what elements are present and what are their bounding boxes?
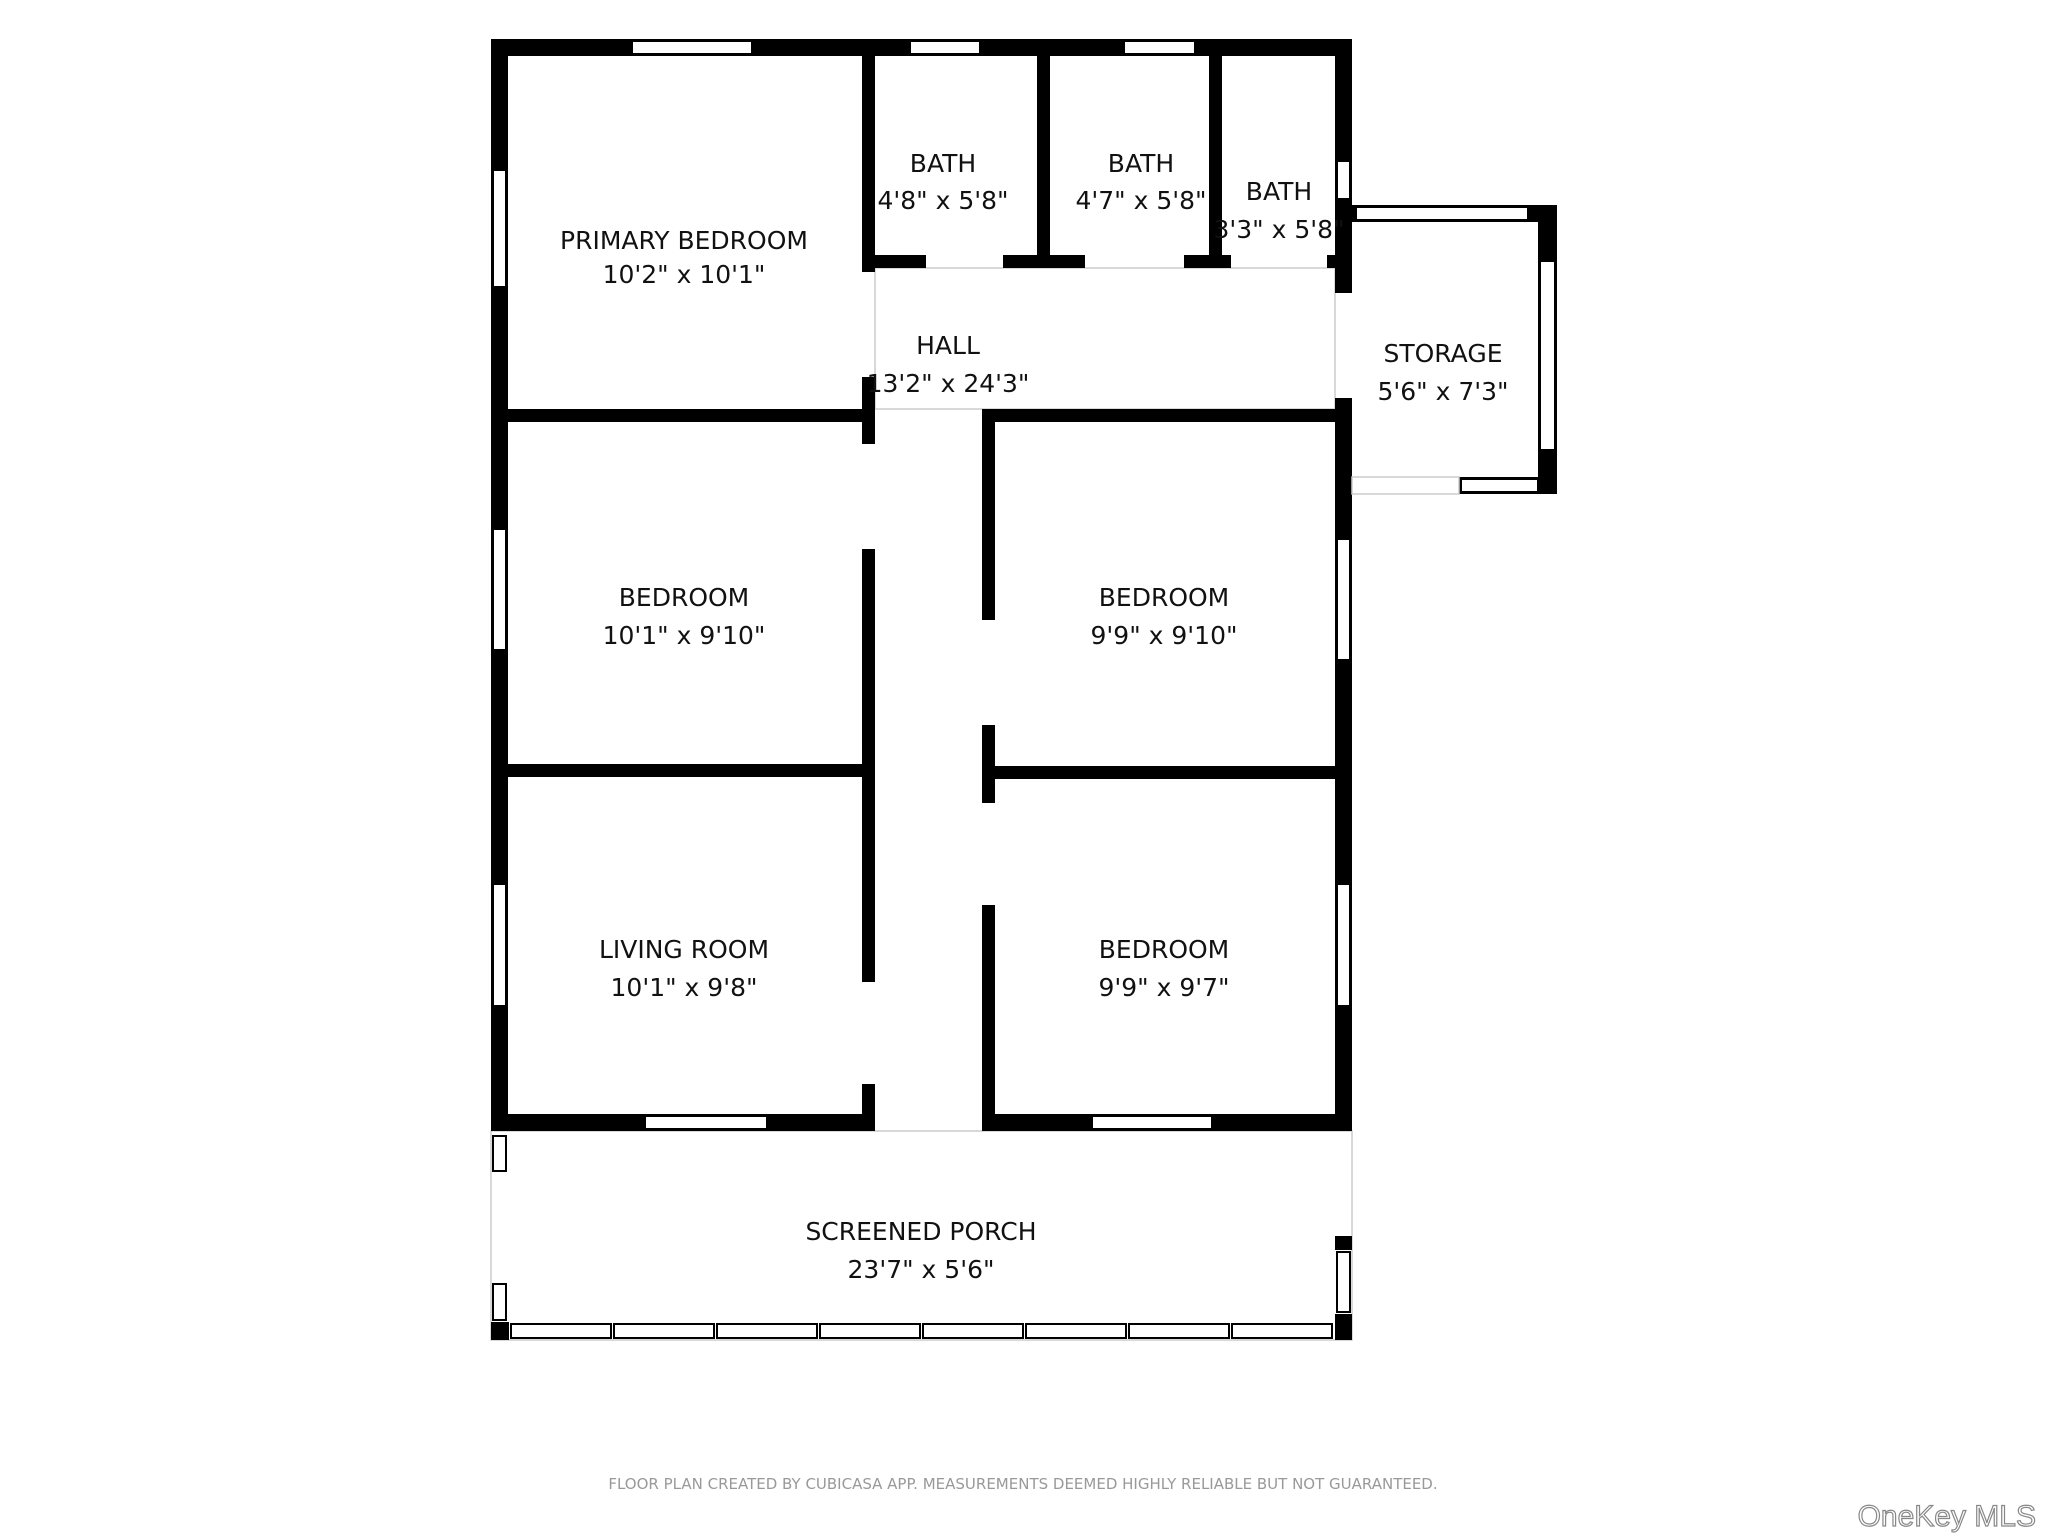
room-size: 9'9" x 9'10" — [1091, 621, 1238, 650]
window — [1336, 160, 1351, 200]
window — [492, 1135, 507, 1172]
room-size: 10'2" x 10'1" — [603, 260, 766, 289]
room-name: BATH — [1108, 149, 1174, 178]
window — [909, 40, 981, 55]
wall-bath-bottom-1 — [862, 255, 926, 268]
window — [1091, 1115, 1213, 1130]
window — [1336, 883, 1351, 1007]
room-size: 13'2" x 24'3" — [867, 369, 1030, 398]
wall-primary-bottom — [491, 409, 875, 422]
window — [1123, 40, 1196, 55]
window — [716, 1323, 818, 1339]
storage-opening — [1351, 476, 1460, 495]
porch-outline — [490, 1130, 1353, 1341]
watermark: OneKey MLS — [1858, 1500, 2036, 1533]
wall-hall-right-1 — [982, 409, 995, 620]
wall-bath-bottom-3 — [1184, 255, 1231, 268]
room-size: 4'8" x 5'8" — [877, 186, 1008, 215]
room-size: 4'7" x 5'8" — [1075, 186, 1206, 215]
window — [492, 169, 507, 288]
wall-hall-right-3 — [982, 905, 995, 1131]
window — [1128, 1323, 1230, 1339]
window — [1539, 260, 1556, 451]
room-size: 10'1" x 9'8" — [611, 973, 758, 1002]
room-size: 23'7" x 5'6" — [848, 1255, 995, 1284]
window — [492, 528, 507, 651]
window — [1336, 1251, 1351, 1313]
window — [631, 40, 753, 55]
room-name: BEDROOM — [1099, 583, 1230, 612]
window — [510, 1323, 612, 1339]
room-size: 5'6" x 7'3" — [1377, 377, 1508, 406]
window — [1460, 478, 1539, 493]
room-name: BATH — [1246, 177, 1312, 206]
disclaimer-footer: FLOOR PLAN CREATED BY CUBICASA APP. MEAS… — [608, 1475, 1437, 1493]
room-name: BEDROOM — [619, 583, 750, 612]
window — [492, 1283, 507, 1321]
wall-segment — [1335, 1314, 1352, 1340]
room-size: 3'3" x 5'8" — [1213, 215, 1344, 244]
wall-bedroom-bedroom — [982, 766, 1352, 779]
room-size: 9'9" x 9'7" — [1098, 973, 1229, 1002]
windows — [492, 40, 1556, 1339]
wall-right-bedroom-top — [982, 409, 1352, 422]
window — [492, 883, 507, 1007]
wall-segment — [491, 1322, 509, 1340]
window — [1355, 206, 1529, 221]
room-name: PRIMARY BEDROOM — [560, 226, 808, 255]
window — [1231, 1323, 1333, 1339]
window — [1336, 538, 1351, 661]
wall-bath-1-2 — [1037, 39, 1050, 268]
wall-right-lower — [1335, 398, 1352, 1131]
room-name: HALL — [916, 331, 980, 360]
hall-outline — [874, 267, 1336, 410]
room-name: BEDROOM — [1099, 935, 1230, 964]
room-name: STORAGE — [1383, 339, 1502, 368]
window — [819, 1323, 921, 1339]
wall-primary-bath — [862, 39, 875, 272]
room-name: LIVING ROOM — [599, 935, 769, 964]
room-labels: PRIMARY BEDROOM 10'2" x 10'1" BATH 4'8" … — [560, 149, 1509, 1284]
room-name: BATH — [910, 149, 976, 178]
wall-hall-left-3 — [862, 1084, 875, 1131]
wall-bath-2-3 — [1209, 39, 1222, 268]
wall-segment — [1335, 1236, 1352, 1250]
room-size: 10'1" x 9'10" — [603, 621, 766, 650]
window — [613, 1323, 715, 1339]
wall-hall-right-2 — [982, 725, 995, 803]
wall-bath-bottom-2 — [1003, 255, 1085, 268]
window — [644, 1115, 768, 1130]
window — [1025, 1323, 1127, 1339]
wall-bedroom-living — [491, 764, 875, 777]
window — [922, 1323, 1024, 1339]
wall-bath-bottom-4 — [1327, 255, 1352, 268]
room-name: SCREENED PORCH — [805, 1217, 1036, 1246]
